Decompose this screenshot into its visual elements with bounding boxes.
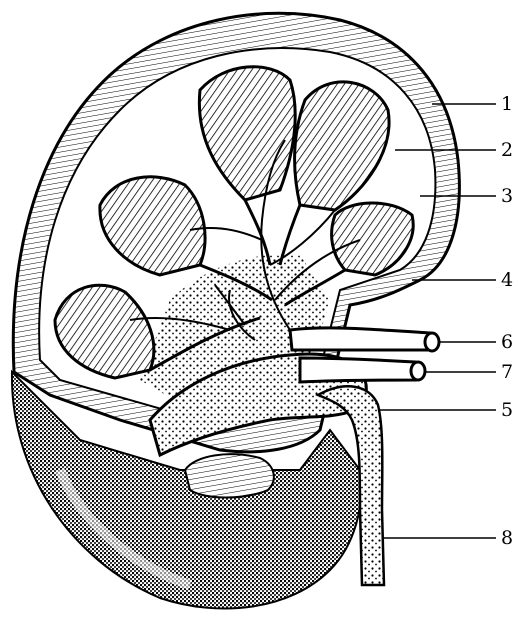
renal-artery	[290, 328, 430, 350]
label-6: 6	[501, 332, 513, 352]
label-5: 5	[501, 400, 513, 420]
label-8: 8	[501, 528, 513, 548]
label-4: 4	[501, 270, 513, 290]
label-2: 2	[501, 140, 513, 160]
label-7: 7	[501, 362, 513, 382]
papilla	[185, 454, 274, 497]
label-1: 1	[501, 94, 513, 114]
label-3: 3	[501, 186, 513, 206]
renal-vein	[300, 358, 415, 382]
